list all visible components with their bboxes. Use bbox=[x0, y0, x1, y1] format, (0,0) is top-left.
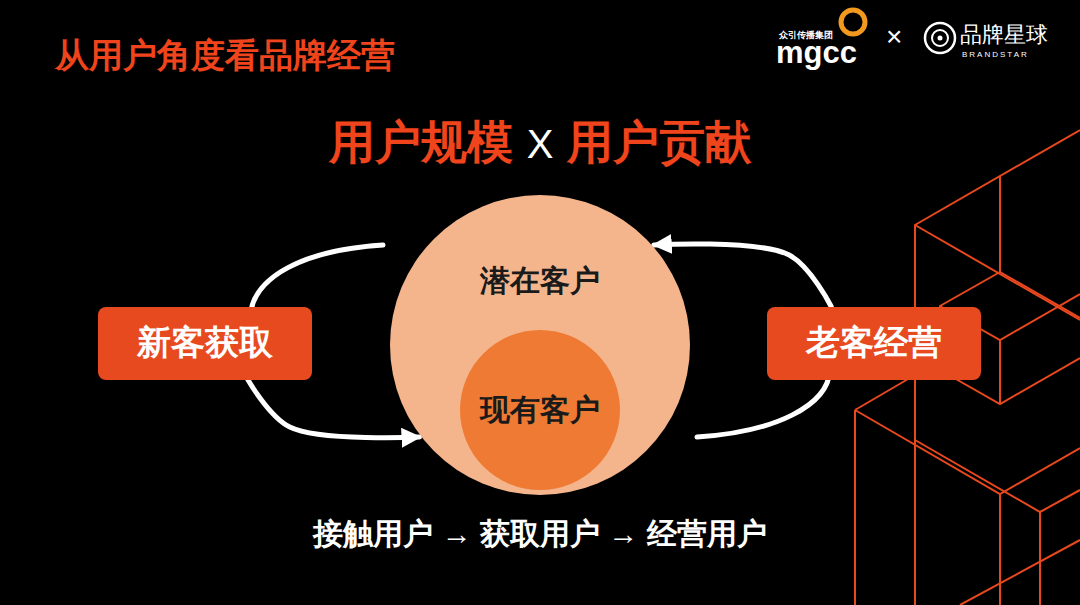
node-label: 新客获取 bbox=[137, 320, 273, 366]
logo-text: 品牌星球 bbox=[960, 23, 1048, 47]
logo-planet-inner bbox=[932, 30, 948, 46]
logo-planet bbox=[925, 23, 955, 53]
outer-circle: 现有客户潜在客户 bbox=[390, 195, 690, 495]
heading-part: 用户规模 bbox=[329, 112, 513, 174]
node-label: 现有客户 bbox=[460, 392, 620, 428]
process-box: 新客获取 bbox=[98, 307, 312, 380]
logo-planet-dot bbox=[938, 36, 943, 41]
heading-part: X bbox=[527, 122, 554, 167]
inner-circle: 现有客户 bbox=[460, 330, 620, 490]
node-label: 潜在客户 bbox=[390, 263, 690, 299]
cycle-arrow bbox=[248, 380, 420, 438]
page-title: 从用户角度看品牌经营 bbox=[55, 33, 395, 79]
process-box: 老客经营 bbox=[767, 307, 981, 380]
logo-times: × bbox=[886, 22, 902, 53]
logo-ring bbox=[841, 10, 865, 34]
logo-text: mgcc bbox=[776, 36, 857, 70]
node-label: 老客经营 bbox=[806, 320, 942, 366]
flow-caption: 接触用户 → 获取用户 → 经营用户 bbox=[0, 517, 1080, 550]
logo-caption: BRANDSTAR bbox=[962, 51, 1029, 60]
heading-part: 用户贡献 bbox=[567, 112, 751, 174]
heading-row: 用户规模 X 用户贡献 bbox=[0, 112, 1080, 174]
